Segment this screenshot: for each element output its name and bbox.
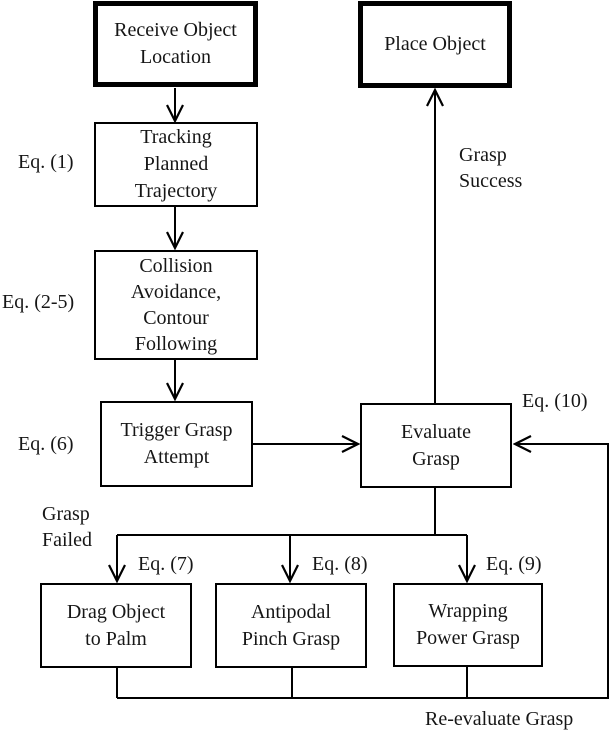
node-collision-avoidance-contour-following: Collision Avoidance, Contour Following xyxy=(94,250,258,360)
node-trigger-grasp-attempt: Trigger Grasp Attempt xyxy=(100,401,253,487)
label-grasp-success: Grasp Success xyxy=(459,144,523,192)
edge-reevaluate-loop xyxy=(117,444,609,699)
label-eq-8: Eq. (8) xyxy=(312,553,368,575)
node-drag-object-to-palm: Drag Object to Palm xyxy=(40,583,192,668)
node-wrapping-power-grasp: Wrapping Power Grasp xyxy=(393,583,543,667)
node-receive-object-location: Receive Object Location xyxy=(93,1,258,87)
label-eq-6: Eq. (6) xyxy=(18,433,74,455)
node-tracking-planned-trajectory: Tracking Planned Trajectory xyxy=(94,122,258,207)
label-eq-1: Eq. (1) xyxy=(18,151,74,173)
node-evaluate-grasp: Evaluate Grasp xyxy=(360,403,512,488)
node-antipodal-pinch-grasp: Antipodal Pinch Grasp xyxy=(215,583,367,668)
label-grasp-failed: Grasp Failed xyxy=(42,503,92,551)
label-eq-9: Eq. (9) xyxy=(486,553,542,575)
edge-evaluate-branch-stem xyxy=(117,488,467,536)
label-eq-10: Eq. (10) xyxy=(522,390,588,412)
label-eq-2-5: Eq. (2-5) xyxy=(2,291,75,313)
node-place-object: Place Object xyxy=(358,1,512,88)
label-eq-7: Eq. (7) xyxy=(138,553,194,575)
label-re-evaluate-grasp: Re-evaluate Grasp xyxy=(425,708,574,730)
